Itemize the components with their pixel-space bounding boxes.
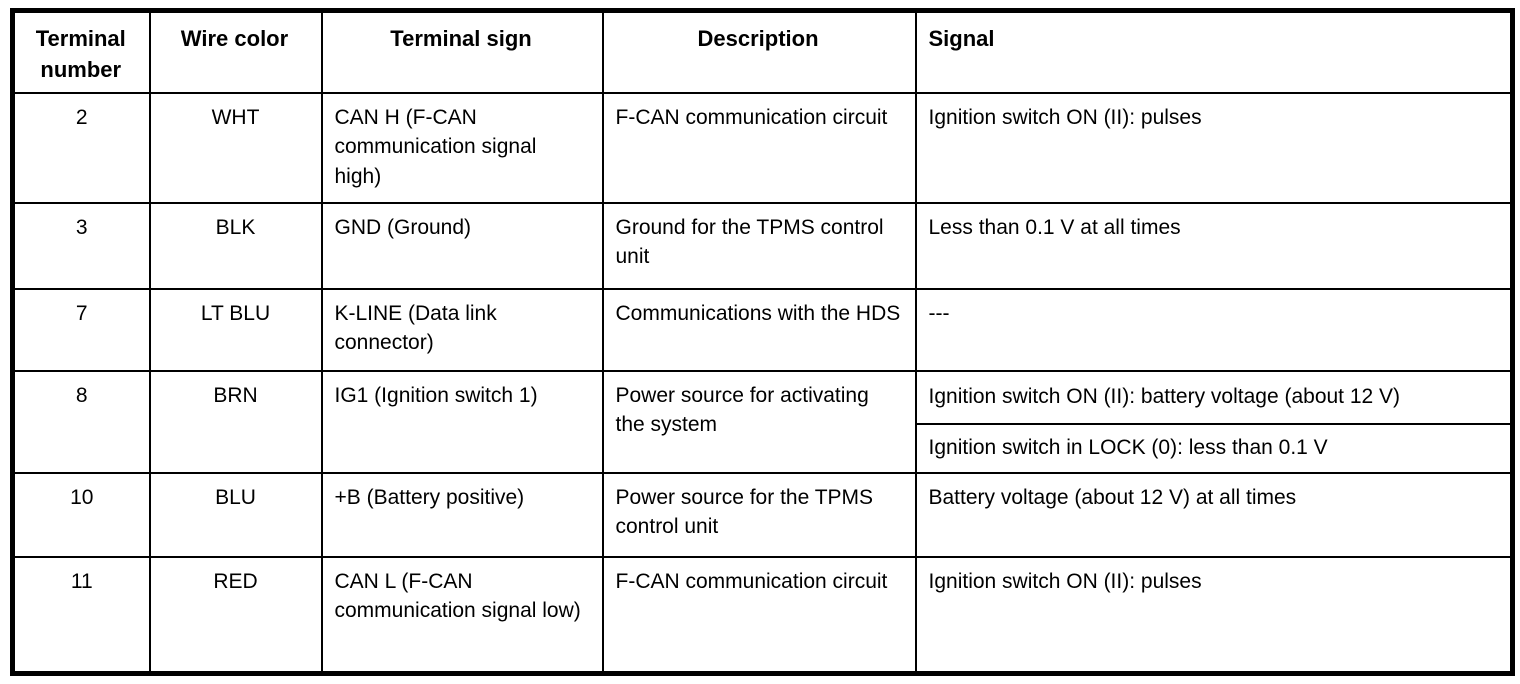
table-row: 10 BLU +B (Battery positive) Power sourc… bbox=[11, 471, 1514, 558]
table-row: 3 BLK GND (Ground) Ground for the TPMS c… bbox=[11, 201, 1514, 290]
col-header-terminal-sign: Terminal sign bbox=[320, 9, 604, 94]
cell-terminal-number: 8 bbox=[11, 369, 151, 474]
table-row: 2 WHT CAN H (F-CAN communication signal … bbox=[11, 91, 1514, 204]
cell-description: Power source for the TPMS control unit bbox=[601, 471, 917, 558]
header-row: Terminal number Wire color Terminal sign… bbox=[11, 9, 1514, 94]
col-header-terminal-number: Terminal number bbox=[11, 9, 151, 94]
cell-signal: Ignition switch ON (II): pulses bbox=[914, 91, 1514, 204]
cell-wire-color: BLK bbox=[148, 201, 323, 290]
cell-terminal-number: 10 bbox=[11, 471, 151, 558]
signal-sub-cell: Ignition switch ON (II): battery voltage… bbox=[917, 373, 1510, 425]
table-row: 11 RED CAN L (F-CAN communication signal… bbox=[11, 555, 1514, 675]
cell-description: F-CAN communication circuit bbox=[601, 91, 917, 204]
cell-signal: Less than 0.1 V at all times bbox=[914, 201, 1514, 290]
cell-terminal-number: 11 bbox=[11, 555, 151, 675]
signal-split-container: Ignition switch ON (II): battery voltage… bbox=[917, 373, 1510, 471]
cell-terminal-number: 3 bbox=[11, 201, 151, 290]
signal-sub-cell: Ignition switch in LOCK (0): less than 0… bbox=[928, 436, 1328, 460]
cell-terminal-sign: K-LINE (Data link connector) bbox=[320, 287, 604, 372]
cell-description: Ground for the TPMS control unit bbox=[601, 201, 917, 290]
cell-signal: Battery voltage (about 12 V) at all time… bbox=[914, 471, 1514, 558]
cell-signal: --- bbox=[914, 287, 1514, 372]
cell-terminal-sign: GND (Ground) bbox=[320, 201, 604, 290]
cell-wire-color: BRN bbox=[148, 369, 323, 474]
cell-signal: Ignition switch ON (II): pulses bbox=[914, 555, 1514, 675]
cell-terminal-sign: CAN H (F-CAN communication signal high) bbox=[320, 91, 604, 204]
terminal-pinout-table: Terminal number Wire color Terminal sign… bbox=[10, 8, 1515, 676]
cell-wire-color: RED bbox=[148, 555, 323, 675]
cell-wire-color: WHT bbox=[148, 91, 323, 204]
col-header-description: Description bbox=[601, 9, 917, 94]
table-row: 8 BRN IG1 (Ignition switch 1) Power sour… bbox=[11, 369, 1514, 474]
cell-description: Communications with the HDS bbox=[601, 287, 917, 372]
col-header-signal: Signal bbox=[914, 9, 1514, 94]
cell-description: Power source for activating the system bbox=[601, 369, 917, 474]
cell-description: F-CAN communication circuit bbox=[601, 555, 917, 675]
cell-terminal-sign: +B (Battery positive) bbox=[320, 471, 604, 558]
cell-terminal-sign: CAN L (F-CAN communication signal low) bbox=[320, 555, 604, 675]
cell-terminal-number: 7 bbox=[11, 287, 151, 372]
cell-signal-split: Ignition switch ON (II): battery voltage… bbox=[914, 369, 1514, 474]
table-row: 7 LT BLU K-LINE (Data link connector) Co… bbox=[11, 287, 1514, 372]
cell-wire-color: BLU bbox=[148, 471, 323, 558]
cell-terminal-sign: IG1 (Ignition switch 1) bbox=[320, 369, 604, 474]
cell-wire-color: LT BLU bbox=[148, 287, 323, 372]
col-header-wire-color: Wire color bbox=[148, 9, 323, 94]
cell-terminal-number: 2 bbox=[11, 91, 151, 204]
